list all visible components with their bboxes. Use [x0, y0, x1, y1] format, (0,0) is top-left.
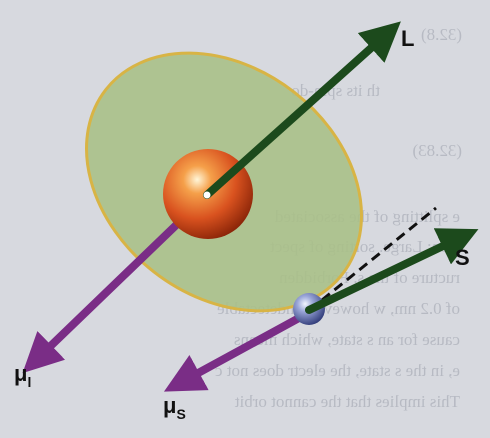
label-S: S: [455, 245, 470, 270]
background-line: (32.8): [421, 25, 462, 44]
background-line: This implies that the cannot orbit: [235, 392, 460, 411]
label-mu-s-subscript: S: [176, 406, 185, 422]
vector-origin-dot: [204, 192, 211, 199]
label-mu-l-subscript: l: [27, 374, 31, 390]
background-line: (32.83): [412, 141, 462, 160]
label-L: L: [401, 26, 414, 51]
label-mu-s-symbol: μ: [163, 393, 176, 418]
background-line: e, in the s state, the electr does not c: [215, 361, 460, 380]
label-mu-l-symbol: μ: [14, 361, 27, 386]
